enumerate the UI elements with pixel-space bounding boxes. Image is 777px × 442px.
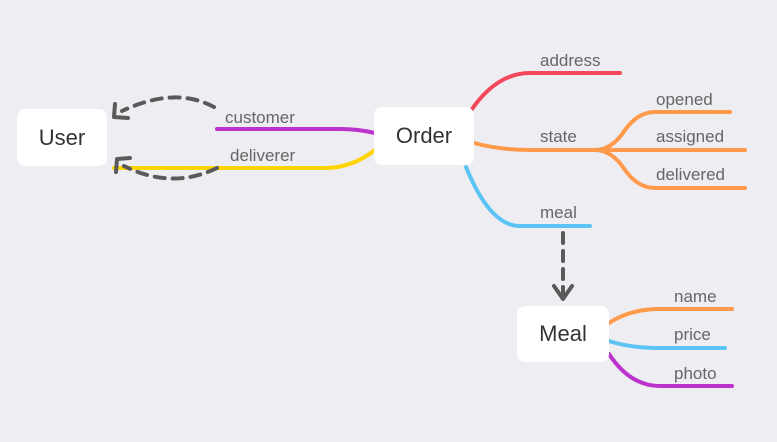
order-node-label: Order bbox=[395, 123, 453, 148]
branch-meal bbox=[464, 165, 592, 228]
branch-opened bbox=[593, 110, 732, 152]
meal-node-label: Meal bbox=[539, 321, 587, 346]
user-node[interactable]: User bbox=[17, 109, 107, 166]
customer-dashed-arrow bbox=[112, 95, 216, 120]
deliverer-dashed-arrow bbox=[114, 156, 219, 181]
meal-node[interactable]: Meal bbox=[517, 306, 609, 362]
label-name: name bbox=[674, 287, 717, 306]
label-deliverer: deliverer bbox=[230, 146, 296, 165]
label-meal: meal bbox=[540, 203, 577, 222]
label-state: state bbox=[540, 127, 577, 146]
label-delivered: delivered bbox=[656, 165, 725, 184]
label-customer: customer bbox=[225, 108, 295, 127]
branch-address bbox=[468, 71, 622, 114]
branch-name bbox=[607, 307, 734, 325]
label-assigned: assigned bbox=[656, 127, 725, 146]
branch-customer bbox=[215, 127, 377, 135]
label-price: price bbox=[674, 325, 711, 344]
user-node-label: User bbox=[38, 124, 86, 150]
branch-price bbox=[607, 339, 727, 350]
branch-deliverer bbox=[112, 148, 377, 170]
label-opened: opened bbox=[656, 90, 713, 109]
branch-delivered bbox=[593, 148, 747, 190]
label-address: address bbox=[540, 51, 601, 70]
meal-dashed-arrow bbox=[552, 231, 574, 301]
branch-state bbox=[472, 141, 597, 152]
branch-photo bbox=[607, 352, 734, 388]
order-node[interactable]: Order bbox=[374, 107, 474, 165]
label-photo: photo bbox=[674, 364, 717, 383]
